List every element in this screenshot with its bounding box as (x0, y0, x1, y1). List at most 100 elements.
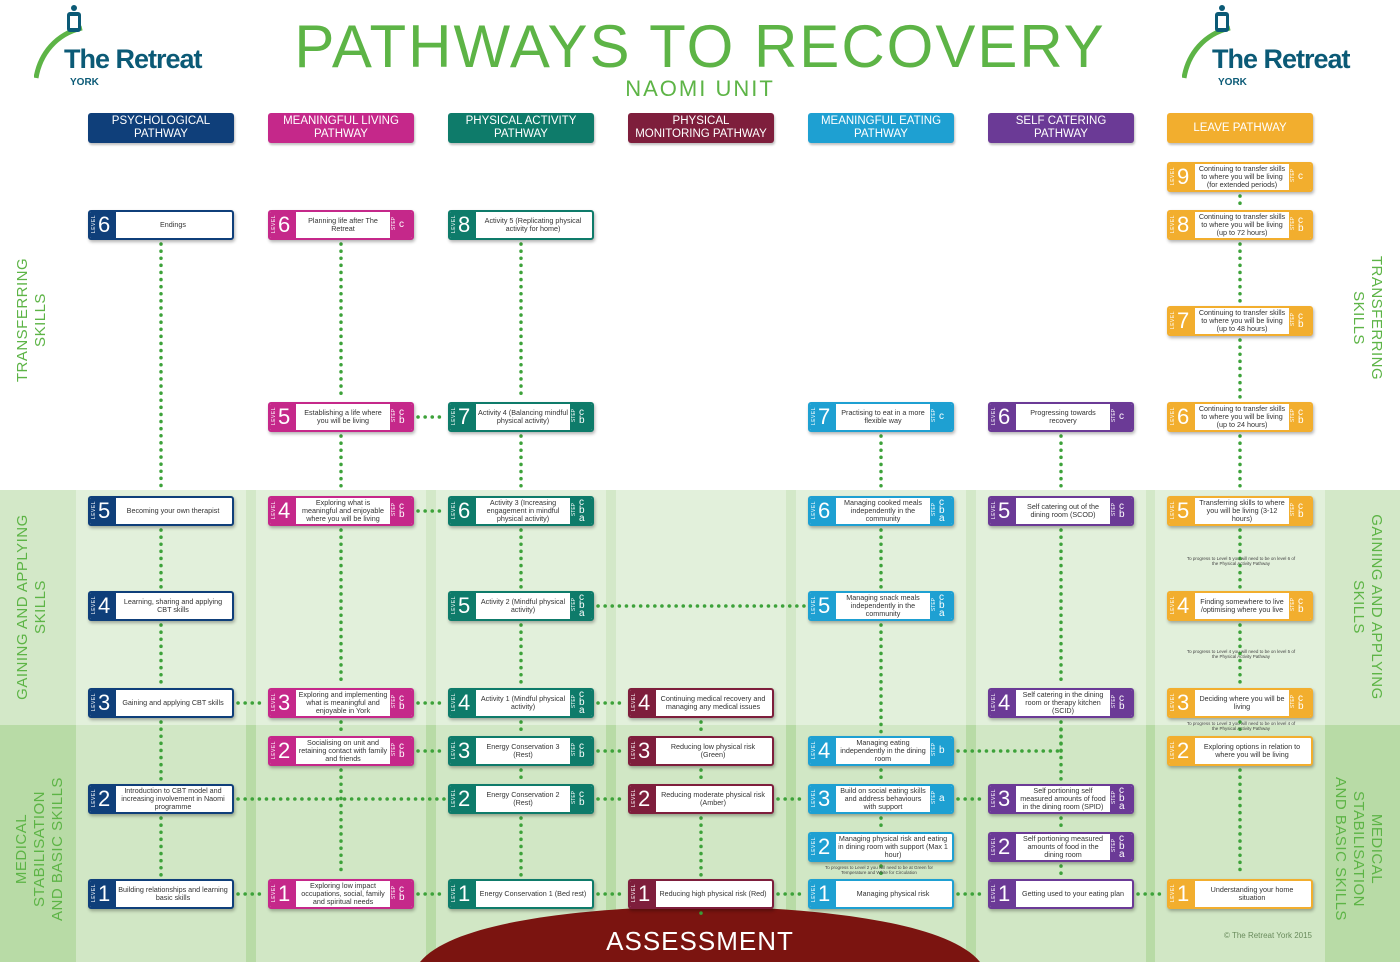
step-letter: c (1298, 407, 1303, 418)
step-letter: b (579, 749, 585, 760)
level-number: 4 (98, 593, 111, 618)
step-letter: c (579, 497, 584, 508)
level-word: LEVEL (631, 693, 637, 712)
lantern-logo-icon (1182, 5, 1231, 79)
level-number: 7 (458, 404, 471, 429)
level-word: LEVEL (991, 501, 997, 520)
card-text: Endings (160, 220, 186, 229)
step-letter: c (1119, 501, 1124, 512)
card-text: Gaining and applying CBT skills (122, 698, 224, 707)
level-number: 6 (998, 404, 1011, 429)
level-word: LEVEL (451, 789, 457, 808)
step-word: STEP (931, 503, 937, 517)
pathway-header: LEAVE PATHWAY (1167, 113, 1313, 143)
step-letter: b (939, 505, 945, 516)
card-text: Activity 5 (Replicating physical activit… (484, 216, 582, 233)
card-text: Self catering out of the dining room (SC… (1027, 502, 1099, 519)
level-word: LEVEL (1170, 311, 1176, 330)
step-letter: b (1298, 509, 1304, 520)
card-text: Continuing to transfer skills to where y… (1198, 404, 1286, 429)
level-number: 2 (998, 834, 1011, 859)
step-letter: c (1119, 785, 1124, 796)
step-letter: b (579, 697, 585, 708)
level-number: 1 (1177, 881, 1190, 906)
level-number: 3 (818, 786, 831, 811)
level-number: 4 (278, 498, 291, 523)
pathway-header: MEANINGFUL LIVING PATHWAY (268, 113, 414, 143)
card-text: Self catering in the dining room or ther… (1022, 690, 1104, 715)
assessment-label: ASSESSMENT (606, 926, 794, 956)
pathway-header: PHYSICAL MONITORING PATHWAY (628, 113, 774, 143)
note-level5: To progress to Level 5 you will need to … (1186, 556, 1296, 566)
step-word: STEP (931, 409, 937, 423)
step-letter: b (1298, 604, 1304, 615)
step-letter: b (399, 892, 405, 903)
step-letter: a (939, 608, 945, 619)
card-text: Getting used to your eating plan (1022, 889, 1124, 898)
step-letter: c (1119, 833, 1124, 844)
pathway-header: PHYSICAL ACTIVITY PATHWAY (448, 113, 594, 143)
level-number: 5 (818, 593, 831, 618)
card-text: Energy Conservation 3 (Rest) (486, 742, 560, 759)
band-transferring-skills (0, 0, 1400, 490)
step-letter: b (939, 745, 945, 756)
card-text: Continuing to transfer skills to where y… (1198, 212, 1286, 237)
level-word: LEVEL (91, 501, 97, 520)
step-letter: c (579, 407, 584, 418)
level-number: 5 (458, 593, 471, 618)
step-letter: b (1298, 415, 1304, 426)
logo-left: The Retreat YORK (34, 4, 234, 94)
step-word: STEP (391, 886, 397, 900)
step-word: STEP (1111, 839, 1117, 853)
card-text: Introduction to CBT model and increasing… (121, 786, 225, 811)
step-word: STEP (1290, 598, 1296, 612)
card-text: Activity 1 (Mindful physical activity) (480, 694, 566, 711)
step-letter: b (1119, 701, 1125, 712)
card-text: Reducing high physical risk (Red) (659, 889, 767, 898)
step-letters: c (1298, 164, 1303, 190)
card-text: Finding somewhere to live /optimising wh… (1200, 597, 1284, 614)
